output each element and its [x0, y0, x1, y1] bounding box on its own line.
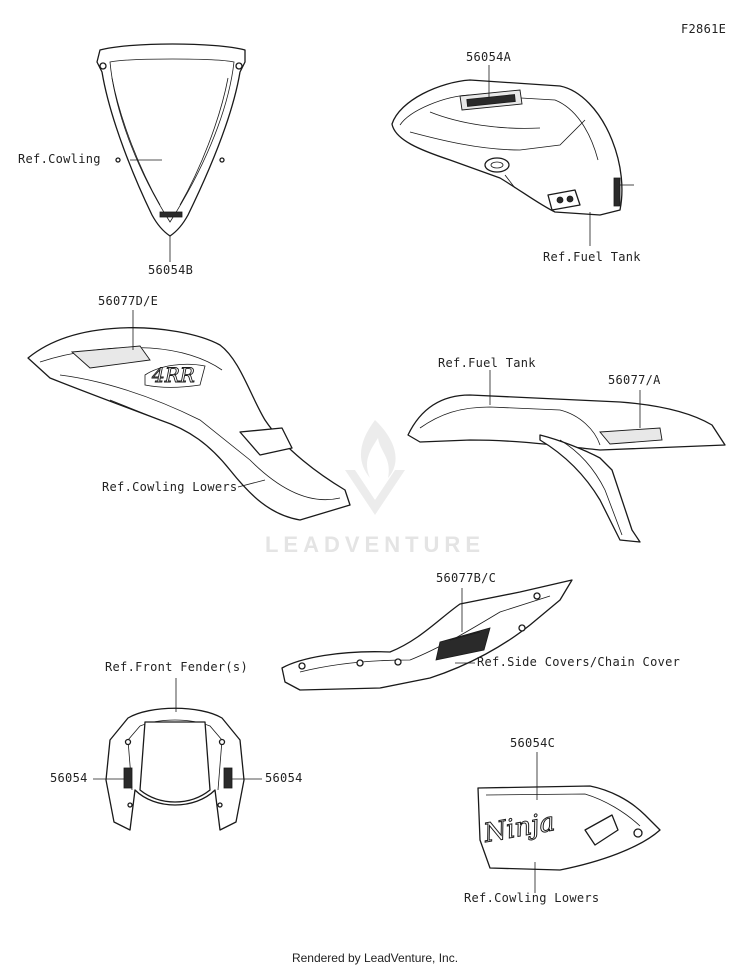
diagram-code: F2861E — [681, 22, 727, 36]
part-label-56054c[interactable]: 56054C — [510, 736, 556, 750]
part-label-56077bc[interactable]: 56077B/C — [436, 571, 497, 585]
ref-label-cowling-lowers-2[interactable]: Ref.Cowling Lowers — [464, 891, 600, 905]
front-fender-part[interactable] — [105, 707, 245, 831]
part-label-56054-right[interactable]: 56054 — [265, 771, 303, 785]
windscreen-part[interactable] — [96, 43, 246, 237]
ref-label-fuel-tank-top[interactable]: Ref.Fuel Tank — [543, 250, 641, 264]
fuel-tank-cover-part[interactable] — [391, 79, 623, 216]
tank-side-decal-part[interactable] — [407, 394, 726, 543]
watermark-text: LEADVENTURE — [264, 532, 485, 557]
leader-line — [237, 479, 266, 488]
ref-label-cowling[interactable]: Ref.Cowling — [18, 152, 101, 166]
watermark-logo-icon — [345, 420, 405, 515]
part-label-56077a[interactable]: 56077/A — [608, 373, 661, 387]
part-label-56077de[interactable]: 56077D/E — [98, 294, 159, 308]
ref-label-side-covers[interactable]: Ref.Side Covers/Chain Cover — [477, 655, 681, 669]
side-cover-decal-part[interactable] — [281, 579, 573, 691]
part-label-56054-left[interactable]: 56054 — [50, 771, 88, 785]
part-label-56054b[interactable]: 56054B — [148, 263, 194, 277]
svg-text:4RR: 4RR — [151, 363, 195, 387]
lower-cowling-ninja-part[interactable]: Ninja — [477, 785, 661, 871]
ref-label-fuel-tank-mid[interactable]: Ref.Fuel Tank — [438, 356, 536, 370]
part-label-56054a[interactable]: 56054A — [466, 50, 512, 64]
footer-credit: Rendered by LeadVenture, Inc. — [291, 951, 459, 965]
ref-label-cowling-lowers-1[interactable]: Ref.Cowling Lowers — [102, 480, 238, 494]
ref-label-front-fender[interactable]: Ref.Front Fender(s) — [105, 660, 248, 674]
